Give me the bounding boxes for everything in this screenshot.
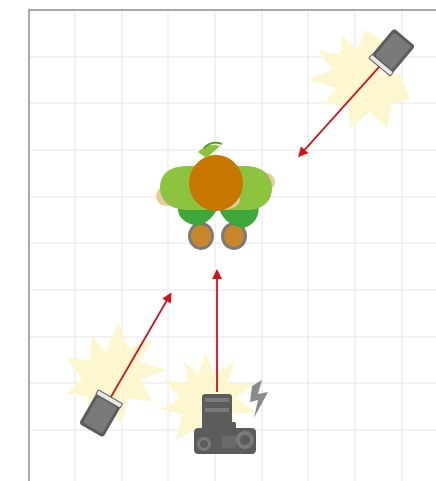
camera-icon [194,394,256,454]
lightning-bolt-icon [250,380,268,418]
